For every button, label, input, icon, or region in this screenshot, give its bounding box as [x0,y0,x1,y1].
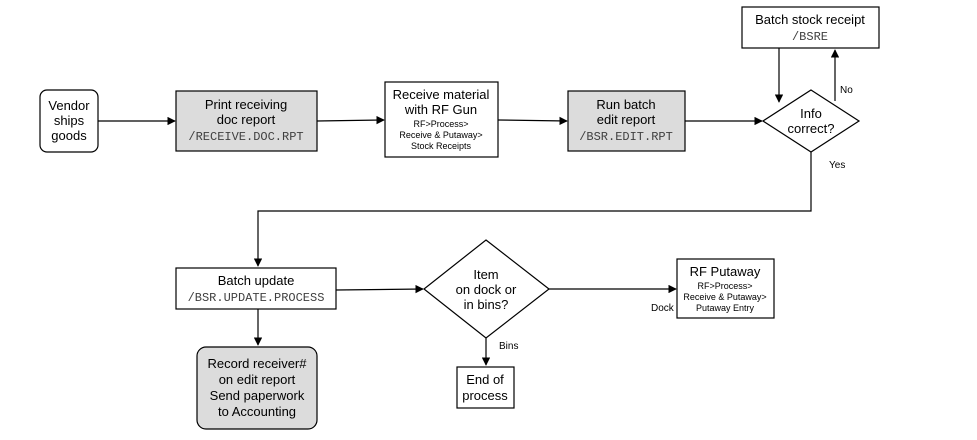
batch-update-code: /BSR.UPDATE.PROCESS [188,291,325,305]
edge-update-to-item [335,284,424,294]
receive-material-sub-2: Receive & Putaway> [399,130,482,140]
node-rf-putaway: RF Putaway RF>Process> Receive & Putaway… [676,258,775,319]
node-batch-update: Batch update /BSR.UPDATE.PROCESS [175,267,337,310]
rf-putaway-sub-3: Putaway Entry [696,303,755,313]
node-receive-material: Receive material with RF Gun RF>Process>… [384,81,499,158]
batch-stock-receipt-line-1: Batch stock receipt [755,12,865,27]
edges [98,48,840,366]
print-receiving-line-1: Print receiving [205,97,287,112]
vendor-line-3: goods [51,128,87,143]
node-run-batch: Run batch edit report /BSR.EDIT.RPT [567,90,686,152]
print-receiving-line-2: doc report [217,112,276,127]
rf-putaway-line-1: RF Putaway [690,264,761,279]
run-batch-code: /BSR.EDIT.RPT [579,130,673,144]
edge-label-bins: Bins [499,341,518,352]
receive-material-shape [384,81,499,158]
batch-stock-receipt-shape [741,6,880,49]
node-item-location: Item on dock or in bins? [423,239,550,339]
node-end-process: End of process [456,366,515,409]
run-batch-shape [567,90,686,152]
info-correct-line-2: correct? [788,121,835,136]
record-receiver-line-4: to Accounting [218,404,296,419]
vendor-shape [39,89,99,153]
receive-material-line-1: Receive material [393,87,490,102]
info-correct-shape [761,89,861,153]
node-info-correct: Info correct? [761,89,861,153]
record-receiver-shape [196,346,318,430]
print-receiving-code: /RECEIVE.DOC.RPT [188,130,303,144]
vendor-line-2: ships [54,113,85,128]
record-receiver-line-3: Send paperwork [210,388,305,403]
end-process-shape [456,366,515,409]
edge-label-dock: Dock [651,303,675,314]
record-receiver-line-1: Record receiver# [208,356,308,371]
end-process-line-1: End of [466,372,504,387]
run-batch-line-1: Run batch [596,97,655,112]
item-location-line-1: Item [473,267,498,282]
node-record-receiver: Record receiver# on edit report Send pap… [196,346,318,430]
batch-stock-receipt-code: /BSRE [792,30,828,44]
record-receiver-line-2: on edit report [219,372,296,387]
edge-label-yes: Yes [829,160,845,171]
rf-putaway-shape [676,258,775,319]
batch-update-line-1: Batch update [218,273,295,288]
receive-material-sub-1: RF>Process> [413,119,468,129]
receive-material-line-2: with RF Gun [404,102,477,117]
info-correct-line-1: Info [800,106,822,121]
edge-receive-to-runbatch [497,116,568,126]
batch-update-shape [175,267,337,310]
receive-material-sub-3: Stock Receipts [411,141,472,151]
end-process-line-2: process [462,388,508,403]
rf-putaway-sub-2: Receive & Putaway> [683,292,766,302]
edge-info-yes-to-update [253,152,812,267]
item-location-line-3: in bins? [464,297,509,312]
node-vendor: Vendor ships goods [39,89,99,153]
node-batch-stock-receipt: Batch stock receipt /BSRE [741,6,880,49]
print-receiving-shape [175,90,318,152]
edge-print-to-receive [316,115,385,125]
item-location-line-2: on dock or [456,282,517,297]
run-batch-line-2: edit report [597,112,656,127]
vendor-line-1: Vendor [48,98,90,113]
edge-label-no: No [840,85,853,96]
node-print-receiving: Print receiving doc report /RECEIVE.DOC.… [175,90,318,152]
item-location-shape [423,239,550,339]
rf-putaway-sub-1: RF>Process> [697,281,752,291]
